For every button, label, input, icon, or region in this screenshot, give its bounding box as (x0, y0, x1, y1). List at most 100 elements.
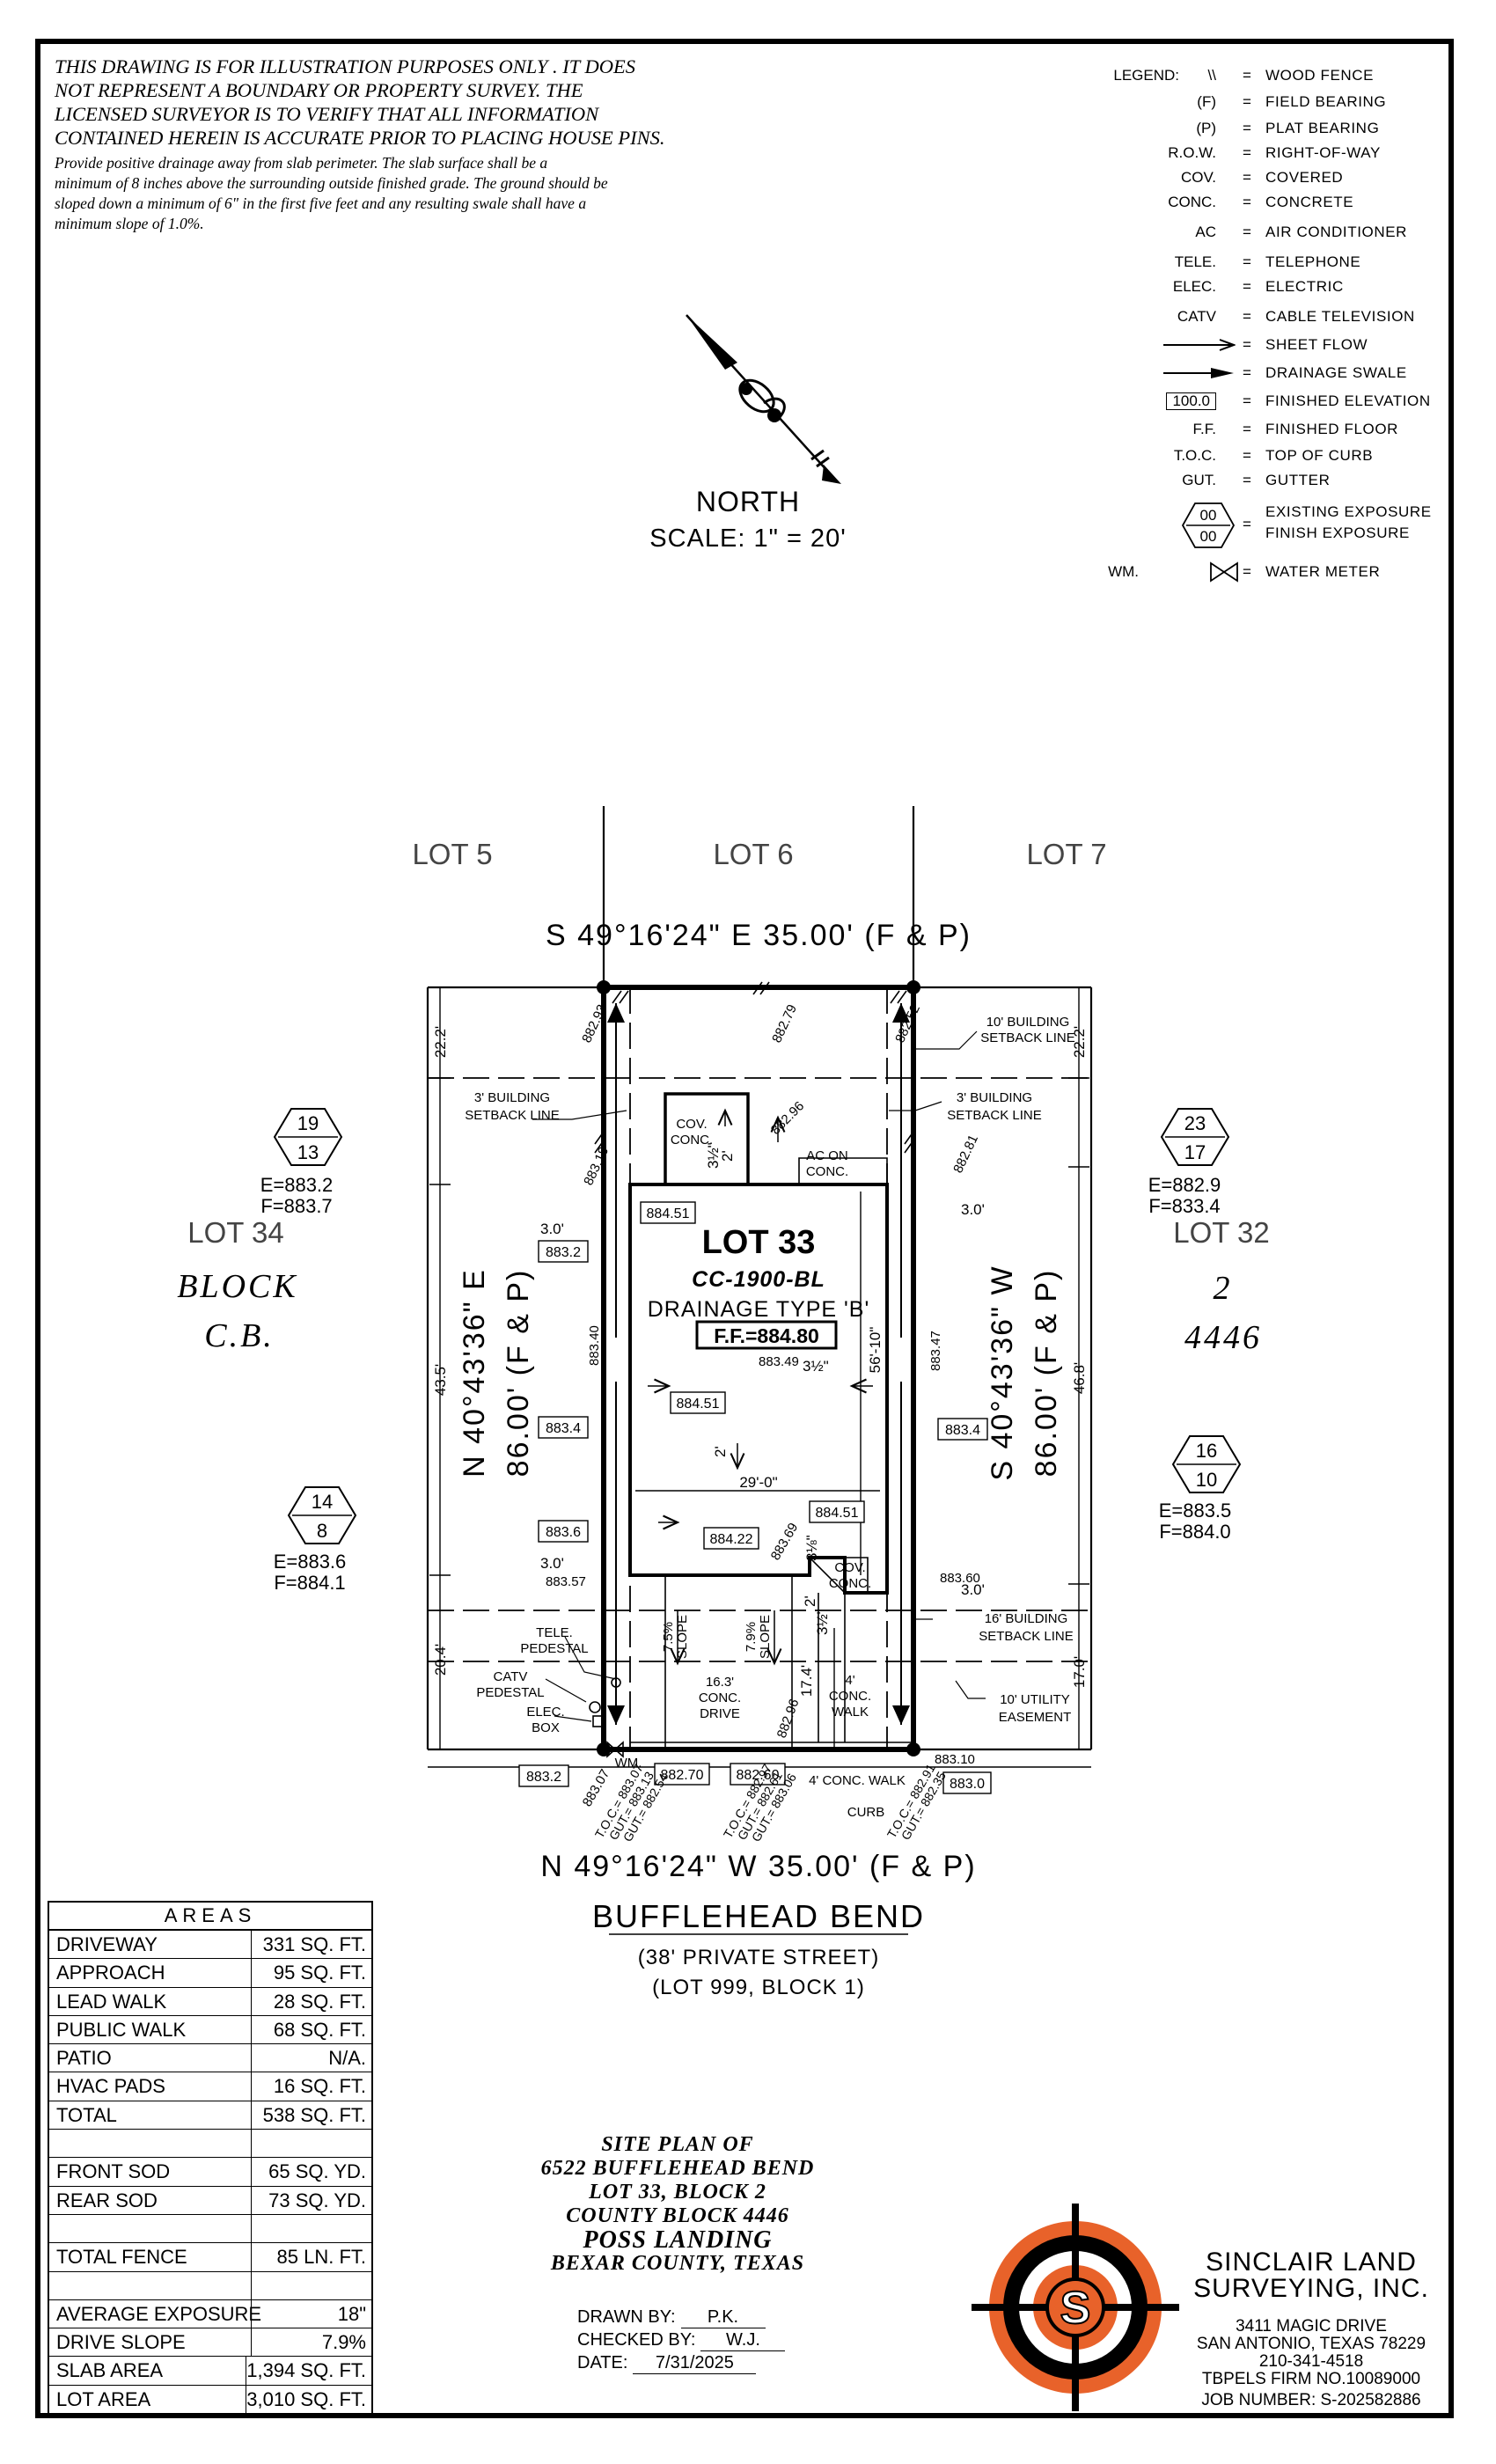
dimension-label: 2' (802, 1595, 818, 1607)
spot-elevation: 883.69 (768, 1521, 802, 1563)
legend-equals: = (1243, 253, 1251, 270)
north-arrow-icon (686, 314, 841, 484)
finished-elevation: 882.70 (661, 1768, 704, 1783)
areas-title: AREAS (49, 1903, 371, 1931)
legend-equals: = (1243, 224, 1251, 240)
setback-label: SETBACK LINE (947, 1108, 1042, 1123)
legend-desc: FINISH EXPOSURE (1265, 524, 1410, 541)
legend-row: ELEC. = ELECTRIC (1091, 276, 1443, 297)
legend-row: AC = AIR CONDITIONER (1091, 222, 1443, 243)
lot-34-label: LOT 34 (187, 1216, 283, 1249)
logo-letter: S (1060, 2283, 1091, 2334)
exposure-hexagon-icon: 19 13 E=883.2 F=883.7 (260, 1108, 343, 1217)
legend-symbol: TELE. (1174, 253, 1216, 270)
drawn-by-value: P.K. (680, 2307, 766, 2328)
legend-desc: EXISTING EXPOSURE (1265, 503, 1432, 520)
area-value: 68 SQ. FT. (273, 2018, 366, 2041)
legend-symbol: ELEC. (1172, 278, 1216, 295)
legend-row: COV. = COVERED (1091, 167, 1443, 188)
dimension-label: 3.0' (961, 1581, 985, 1598)
legend-desc: PLAT BEARING (1265, 120, 1380, 136)
area-label: PATIO (49, 2044, 252, 2072)
feature-label: CATV (494, 1669, 528, 1684)
area-value: 28 SQ. FT. (273, 1990, 366, 2013)
utility-symbols (589, 1677, 624, 1758)
tele-pedestal-icon (611, 1677, 621, 1688)
lot-5-label: LOT 5 (412, 838, 492, 870)
company-address: 3411 MAGIC DRIVE (1236, 2317, 1387, 2336)
wood-fence-icon (594, 981, 914, 1154)
legend-symbol: (F) (1197, 93, 1216, 110)
legend-row: (P) = PLAT BEARING (1091, 118, 1443, 139)
finish-elevation: F=883.7 (260, 1195, 332, 1217)
street-type: (38' PRIVATE STREET) (638, 1946, 879, 1969)
legend-row: R.O.W. = RIGHT-OF-WAY (1091, 143, 1443, 164)
legend-equals: = (1243, 278, 1251, 295)
finished-elevation: 883.4 (945, 1423, 980, 1438)
area-value (252, 2215, 371, 2242)
legend-desc: WOOD FENCE (1265, 67, 1375, 84)
legend-equals: = (1243, 472, 1251, 488)
finish-elevation: F=884.0 (1159, 1521, 1230, 1543)
exposure-bottom: 13 (297, 1141, 319, 1163)
spot-elevation: 882.96 (774, 1697, 803, 1740)
area-label: SLAB AREA (49, 2357, 247, 2385)
legend-equals: = (1243, 120, 1251, 136)
title-line: LOT 33, BLOCK 2 (589, 2181, 766, 2204)
dimension-label: 56'-10" (867, 1327, 884, 1374)
title-line: 6522 BUFFLEHEAD BEND (540, 2157, 815, 2180)
dimension-label: 3½" (803, 1358, 829, 1375)
feature-label: SLOPE (758, 1615, 773, 1659)
setback-label: SETBACK LINE (465, 1108, 560, 1123)
feature-label: 4' (845, 1673, 854, 1688)
legend-symbol: WM. (1108, 563, 1139, 580)
finished-elevation: 883.6 (546, 1525, 581, 1540)
drainage-note-line: minimum of 8 inches above the surroundin… (55, 174, 608, 192)
feature-label: CONC. (699, 1690, 741, 1705)
scale-label: SCALE: 1" = 20' (649, 524, 847, 553)
feature-label: CONC. (829, 1576, 871, 1591)
dimension-label: 3½" (814, 1609, 831, 1635)
exposure-top: 19 (297, 1112, 319, 1134)
legend-equals: = (1243, 563, 1251, 580)
feature-label: TELE. (536, 1625, 573, 1640)
spot-elevation: 882.52 (892, 1002, 923, 1045)
area-value: 65 SQ. YD. (268, 2160, 366, 2183)
legend-desc: WATER METER (1265, 563, 1381, 580)
disclaimer-line: THIS DRAWING IS FOR ILLUSTRATION PURPOSE… (55, 55, 635, 77)
area-label: LEAD WALK (49, 1987, 252, 2015)
spot-elevation: 883.49 (759, 1354, 799, 1369)
feature-label: CURB (847, 1805, 885, 1820)
spot-elevation: 883.47 (928, 1331, 943, 1371)
legend-row: CONC. = CONCRETE (1091, 192, 1443, 213)
feature-label: 7.5% (661, 1622, 676, 1652)
drawn-by-label: DRAWN BY: (577, 2307, 676, 2327)
block-label: BLOCK (177, 1268, 297, 1305)
legend-symbol: (P) (1196, 120, 1216, 136)
setback-lines (428, 987, 1091, 1749)
legend-symbol: F.F. (1192, 421, 1216, 437)
area-value: 95 SQ. FT. (273, 1962, 366, 1984)
legend-desc: FINISHED FLOOR (1265, 421, 1399, 437)
legend-row: GUT. = GUTTER (1091, 470, 1443, 491)
company-phone: 210-341-4518 (1258, 2352, 1364, 2371)
legend-desc: RIGHT-OF-WAY (1265, 144, 1381, 161)
finish-elevation: F=884.1 (274, 1572, 345, 1594)
block-number-right: 2 (1214, 1270, 1230, 1307)
drainage-swale-arrow-icon (1163, 368, 1234, 378)
feature-label: 16.3' (706, 1675, 734, 1690)
legend-title: LEGEND: (1113, 67, 1179, 84)
spot-elevation: 882.79 (769, 1002, 800, 1045)
dimension-label: 2' (712, 1446, 729, 1457)
checked-by-label: CHECKED BY: (577, 2330, 696, 2350)
lot-title: LOT 33 (702, 1224, 816, 1261)
setback-label: SETBACK LINE (980, 1030, 1075, 1045)
north-label: NORTH (695, 486, 801, 517)
spot-elevation: 882.96 (768, 1098, 807, 1137)
feature-label: PEDESTAL (476, 1685, 544, 1700)
dimension-label: 20.4' (432, 1644, 449, 1676)
